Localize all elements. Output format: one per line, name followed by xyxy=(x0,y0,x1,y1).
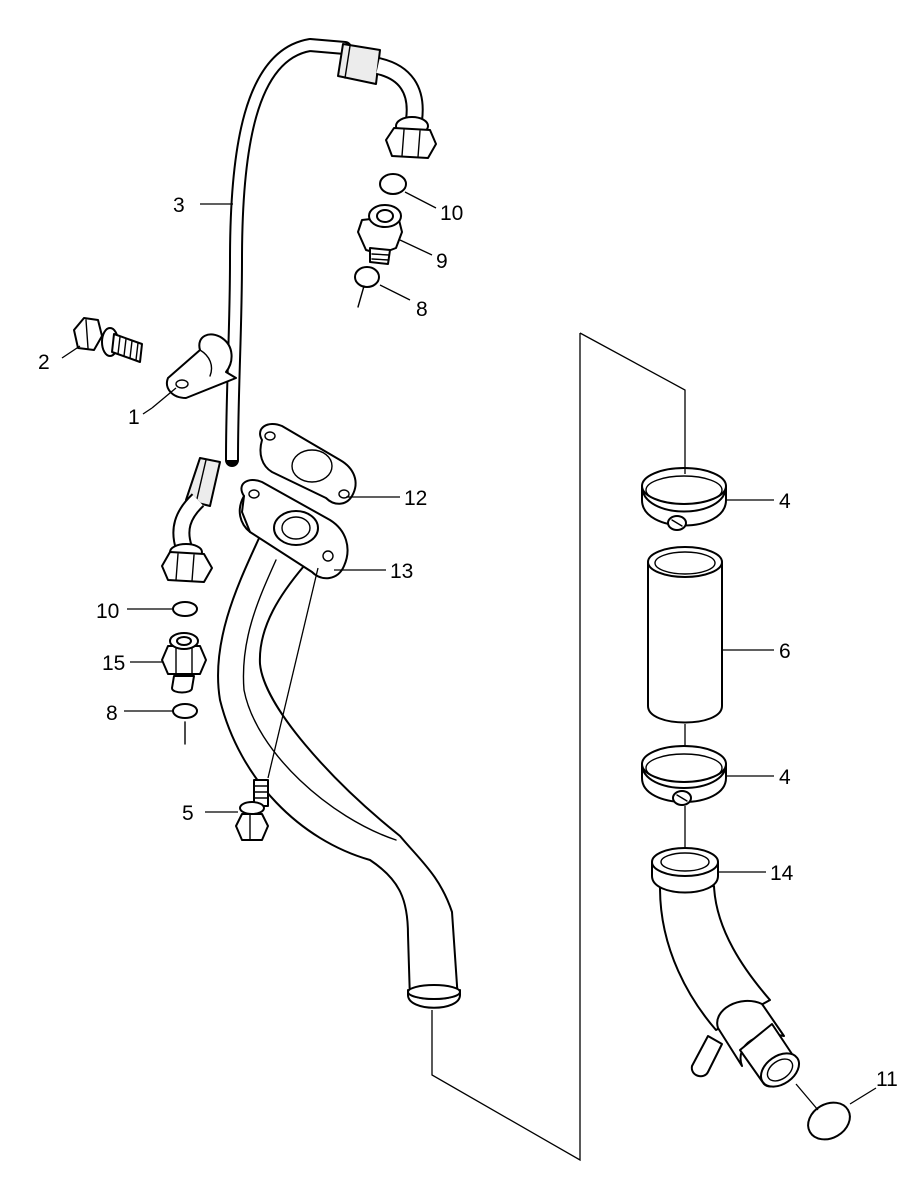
hose-clamp-upper xyxy=(641,467,727,531)
adapter-fitting-9 xyxy=(357,204,403,265)
part-label-10-upper: 10 xyxy=(440,202,463,225)
oil-feed-hose xyxy=(161,38,437,583)
o-ring-8-upper xyxy=(354,266,380,288)
hose-clip xyxy=(166,333,237,399)
drain-elbow xyxy=(651,847,800,1088)
part-label-6: 6 xyxy=(779,640,791,663)
flange-bolt xyxy=(235,779,269,841)
part-label-15: 15 xyxy=(102,652,125,675)
part-label-4-upper: 4 xyxy=(779,490,791,513)
part-label-2: 2 xyxy=(38,351,50,374)
part-label-5: 5 xyxy=(182,802,194,825)
hose-clamp-lower xyxy=(641,745,727,806)
part-label-1: 1 xyxy=(128,406,140,429)
part-label-10-lower: 10 xyxy=(96,600,119,623)
assembly-lines xyxy=(267,332,819,1162)
o-ring-10-lower xyxy=(172,601,198,617)
adapter-fitting-15 xyxy=(161,632,207,694)
part-label-9: 9 xyxy=(436,250,448,273)
part-label-13: 13 xyxy=(390,560,413,583)
part-label-8-upper: 8 xyxy=(416,298,428,321)
flange-gasket xyxy=(259,422,357,505)
part-number-labels: 1 2 3 4 4 5 6 8 8 9 10 10 11 12 13 14 15 xyxy=(38,194,898,1091)
o-ring-10-upper xyxy=(379,173,407,195)
o-ring-8-lower xyxy=(172,703,198,719)
part-label-4-lower: 4 xyxy=(779,766,791,789)
o-ring-11 xyxy=(807,1101,851,1141)
part-label-12: 12 xyxy=(404,487,427,510)
clip-bolt xyxy=(73,317,143,363)
part-label-11: 11 xyxy=(876,1068,898,1091)
oil-drain-pipe xyxy=(217,478,461,1009)
part-label-8-lower: 8 xyxy=(106,702,118,725)
rubber-hose-sleeve xyxy=(647,546,723,724)
part-label-14: 14 xyxy=(770,862,794,885)
leader-lines xyxy=(61,191,877,1105)
part-label-3: 3 xyxy=(173,194,185,217)
